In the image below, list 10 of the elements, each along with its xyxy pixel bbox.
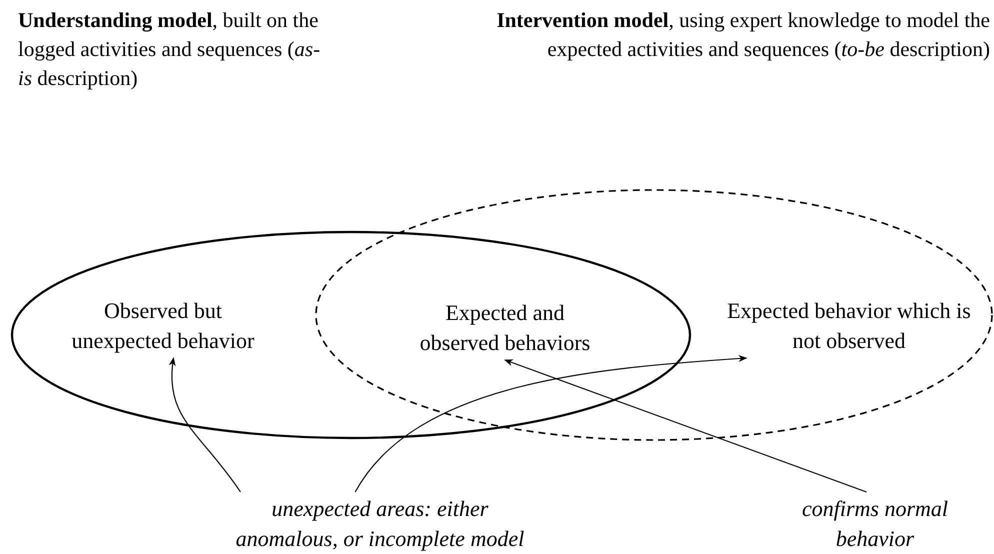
model-heading: Intervention model, using expert knowledge to model the expected activities and sequences (to-be description): [496, 7, 990, 63]
arrow: [169, 357, 241, 492]
model-heading: Understanding model, built on the logged activities and sequences (as-is description): [18, 7, 322, 92]
arrow: [504, 359, 867, 493]
region-label: Expected and observed behaviors: [418, 299, 592, 357]
region-label: Expected behavior which is not observed: [726, 297, 972, 355]
region-label: Observed but unexpected behavior: [70, 297, 256, 355]
arrow: [354, 355, 748, 492]
annotation-text: confirms normal behavior: [800, 495, 950, 553]
annotation-text: unexpected areas: either anomalous, or incomplete model: [234, 495, 526, 553]
